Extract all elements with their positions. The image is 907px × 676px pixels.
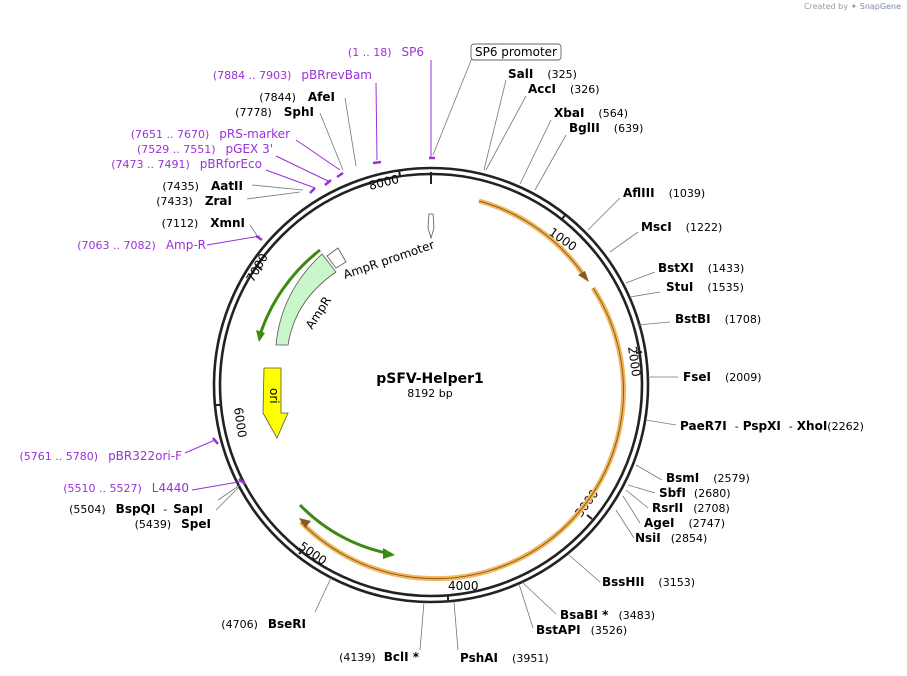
enzyme-labels-left: (4139)BclI * (4706)BseRI (5439)SpeI (550…: [69, 90, 420, 664]
ori-label: ori: [267, 388, 281, 404]
primer-pbrforeco: (7473 .. 7491)pBRforEco: [111, 157, 262, 171]
enzyme-bglii: BglII(639): [569, 121, 643, 135]
green-orf-arc: [298, 503, 392, 556]
sp6-promoter-box: [470, 43, 562, 61]
enzyme-sali: SalI(325): [508, 67, 577, 81]
enzyme-agei: AgeI(2747): [644, 516, 725, 530]
enzyme-acci: AccI(326): [528, 82, 600, 96]
enzyme-sbfi: SbfI(2680): [659, 486, 731, 500]
primer-labels: (1 .. 18)SP6 (7884 .. 7903)pBRrevBam (76…: [20, 45, 425, 495]
snapgene-logo-icon: ✦: [850, 2, 858, 11]
primer-sp6: (1 .. 18)SP6: [348, 45, 424, 59]
sp6-promoter-leader: [432, 57, 473, 156]
enzyme-bsshii: BssHII(3153): [602, 575, 695, 589]
orf-arc-2-line: [300, 287, 624, 580]
enzyme-stui: StuI(1535): [666, 280, 744, 294]
enzyme-bstapi: BstAPI(3526): [536, 623, 627, 637]
ampr-promoter-label: AmpR promoter: [341, 238, 436, 282]
ampr-promoter-feature: [326, 247, 347, 269]
enzyme-rsrii: RsrII(2708): [652, 501, 730, 515]
primer-l4440: (5510 .. 5527)L4440: [63, 481, 189, 495]
enzyme-paer7i-pspxi-xhoi: PaeR7I-PspXI-XhoI(2262): [680, 419, 864, 433]
enzyme-bsmi: BsmI(2579): [666, 471, 750, 485]
sp6-promoter-label: SP6 promoter: [475, 45, 557, 59]
ori-feature: [262, 367, 289, 439]
enzyme-bstbi: BstBI(1708): [675, 312, 761, 326]
enzyme-afei: (7844)AfeI: [259, 90, 335, 104]
enzyme-bseri: (4706)BseRI: [221, 617, 306, 631]
plasmid-name: pSFV-Helper1: [376, 371, 483, 387]
primer-leader-lines: [184, 60, 432, 491]
enzyme-bsabi: BsaBI *(3483): [560, 608, 655, 622]
ampr-green-arc: [257, 248, 321, 339]
primer-prs-marker: (7651 .. 7670)pRS-marker: [131, 127, 290, 141]
tick-label-4000: 4000: [448, 579, 479, 593]
enzyme-bstxi: BstXI(1433): [658, 261, 744, 275]
tick-label-2000: 2000: [625, 345, 643, 377]
sp6-promoter-feature: [427, 213, 435, 240]
ampr-label: AmpR: [303, 294, 334, 332]
enzyme-sphi: (7778)SphI: [235, 105, 314, 119]
primer-pgex3: (7529 .. 7551)pGEX 3': [137, 142, 273, 156]
orf-arrowhead-1: [578, 271, 589, 282]
credit-brand: SnapGene: [859, 2, 901, 11]
orf-feature: [298, 198, 626, 582]
primer-amp-r: (7063 .. 7082)Amp-R: [77, 238, 206, 252]
snapgene-credit: Created by ✦ SnapGene: [804, 2, 901, 11]
enzyme-leader-lines: [215, 79, 678, 651]
enzyme-labels-right: SalI(325) AccI(326) XbaI(564) BglII(639)…: [460, 67, 864, 665]
primer-pbr322ori-f: (5761 .. 5780)pBR322ori-F: [20, 449, 183, 463]
orf-arrowhead-2: [299, 518, 311, 528]
primer-markers: [212, 156, 435, 485]
enzyme-zrai: (7433)ZraI: [156, 194, 232, 208]
ampr-green-arrowhead: [256, 330, 265, 342]
enzyme-bspqi-sapi: (5504)BspQI-SapI: [69, 502, 203, 516]
enzyme-bcli: (4139)BclI *: [339, 650, 420, 664]
enzyme-xmni: (7112)XmnI: [162, 216, 245, 230]
orf-arc-1-line: [478, 200, 586, 278]
enzyme-xbai: XbaI(564): [554, 106, 628, 120]
enzyme-afliii: AflIII(1039): [623, 186, 705, 200]
credit-prefix: Created by: [803, 2, 848, 11]
enzyme-fsei: FseI(2009): [683, 370, 762, 384]
enzyme-aatii: (7435)AatII: [162, 179, 243, 193]
enzyme-spei: (5439)SpeI: [135, 517, 211, 531]
enzyme-pshai: PshAI(3951): [460, 651, 549, 665]
enzyme-msci: MscI(1222): [641, 220, 722, 234]
green-orf-arrowhead: [383, 548, 395, 559]
enzyme-nsii: NsiI(2854): [635, 531, 707, 545]
primer-pbrrevbam: (7884 .. 7903)pBRrevBam: [213, 68, 372, 82]
tick-label-6000: 6000: [231, 406, 249, 438]
backbone-outer-ring: [212, 166, 650, 604]
tick-marks: [216, 169, 643, 602]
ampr-feature: [275, 253, 337, 346]
plasmid-length: 8192 bp: [407, 387, 452, 400]
orf-arc-2: [299, 286, 626, 582]
